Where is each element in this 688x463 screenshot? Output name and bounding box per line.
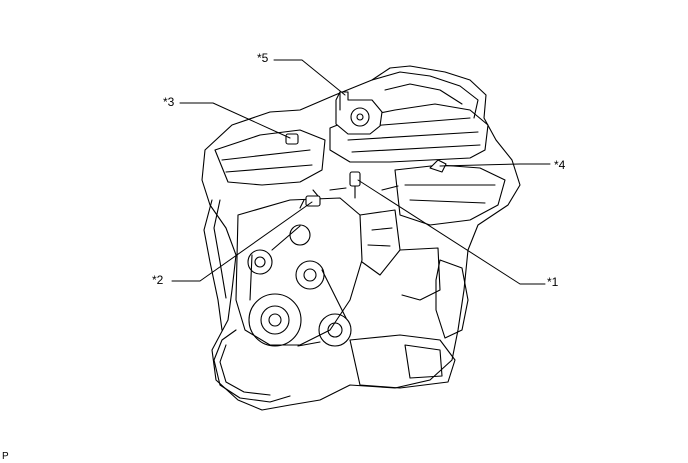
leader-line-4	[439, 163, 551, 167]
callout-label-1: *1	[547, 275, 559, 289]
cylinder-head-left	[214, 129, 326, 186]
sensor-4	[429, 159, 447, 173]
callout-label-3: *3	[163, 95, 175, 109]
oil-pan	[349, 334, 456, 389]
engine-outline	[201, 65, 521, 411]
leader-line-2	[171, 201, 313, 282]
throttle-body	[335, 91, 383, 135]
figure-code: P	[2, 451, 9, 462]
coolant-pipe	[213, 329, 291, 403]
alternator-pulley	[318, 313, 352, 347]
callout-label-2: *2	[152, 273, 164, 287]
callout-label-5: *5	[257, 51, 269, 65]
crank-pulley	[248, 293, 302, 347]
sensor-3	[285, 133, 299, 145]
leader-line-1	[357, 179, 546, 285]
callout-label-4: *4	[554, 158, 566, 172]
sensor-1	[349, 171, 361, 187]
idler-pulley	[295, 260, 325, 290]
tensioner-pulley	[247, 249, 273, 275]
transmission-flange	[435, 259, 469, 339]
drive-belt	[249, 225, 347, 347]
timing-cover	[235, 197, 363, 346]
ac-pulley	[289, 224, 311, 246]
leader-line-3	[179, 102, 291, 139]
leader-line-5	[273, 59, 346, 96]
cylinder-head-right	[394, 164, 506, 226]
